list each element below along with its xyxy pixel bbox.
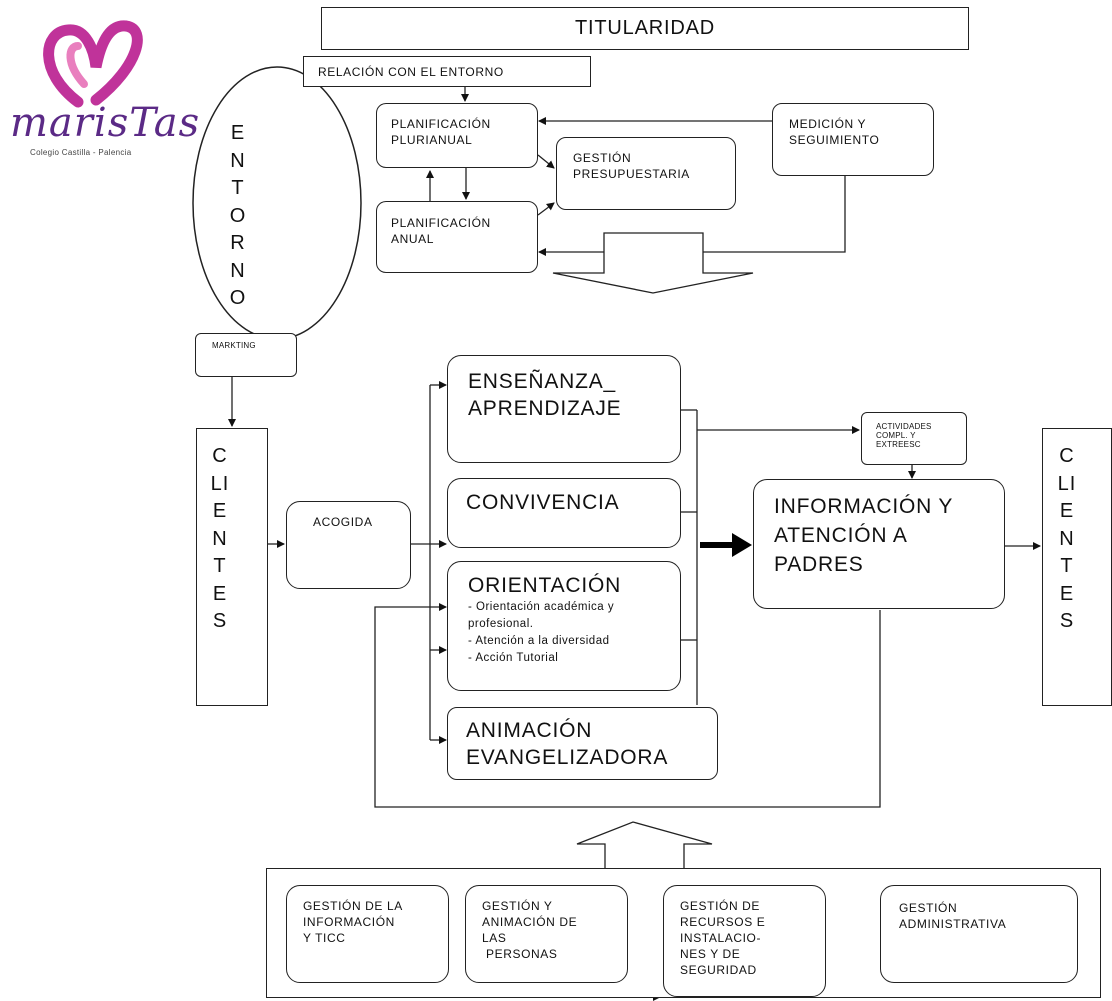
convivencia-box: CONVIVENCIA xyxy=(447,478,681,548)
clientes-right-box: CLIENTES xyxy=(1042,428,1112,706)
administrativa-line: ADMINISTRATIVA xyxy=(899,917,1007,931)
plan-plurianual-line1: PLANIFICACIÓN xyxy=(391,117,491,131)
planificacion-plurianual-box: PLANIFICACIÓN PLURIANUAL xyxy=(376,103,538,168)
relacion-entorno-box: RELACIÓN CON EL ENTORNO xyxy=(303,56,591,87)
gestion-recursos-box: GESTIÓN DE RECURSOS E INSTALACIO- NES Y … xyxy=(663,885,826,997)
administrativa-line: GESTIÓN xyxy=(899,901,958,915)
plan-anual-line1: PLANIFICACIÓN xyxy=(391,216,491,230)
clientes-left-box: CLIENTES xyxy=(196,428,268,706)
medicion-seguimiento-box: MEDICIÓN Y SEGUIMIENTO xyxy=(772,103,934,176)
info-ticc-line: GESTIÓN DE LA xyxy=(303,899,403,913)
acogida-box: ACOGIDA xyxy=(286,501,411,589)
animacion-line1: ANIMACIÓN xyxy=(466,719,593,742)
recursos-line: SEGURIDAD xyxy=(680,963,757,977)
clientes-left-label: CLIENTES xyxy=(210,445,230,632)
actividades-box: ACTIVIDADES COMPL. Y EXTREESC xyxy=(861,412,967,465)
entorno-label: ENTORNO xyxy=(229,122,247,309)
gestion-administrativa-box: GESTIÓN ADMINISTRATIVA xyxy=(880,885,1078,983)
orientacion-item: profesional. xyxy=(468,618,534,630)
clientes-right-label: CLIENTES xyxy=(1057,445,1077,632)
orientacion-item: - Orientación académica y xyxy=(468,601,615,613)
ensenanza-aprendizaje-box: ENSEÑANZA_ APRENDIZAJE xyxy=(447,355,681,463)
info-ticc-line: Y TICC xyxy=(303,931,346,945)
gestion-informacion-ticc-box: GESTIÓN DE LA INFORMACIÓN Y TICC xyxy=(286,885,449,983)
recursos-line: INSTALACIO- xyxy=(680,931,762,945)
heart-logo-icon xyxy=(43,20,143,108)
orientacion-item: - Acción Tutorial xyxy=(468,652,559,664)
recursos-line: GESTIÓN DE xyxy=(680,899,761,913)
personas-line: ANIMACIÓN DE xyxy=(482,915,578,929)
animacion-line2: EVANGELIZADORA xyxy=(466,746,669,769)
medicion-line1: MEDICIÓN Y xyxy=(789,117,867,131)
informacion-padres-box: INFORMACIÓN Y ATENCIÓN A PADRES xyxy=(753,479,1005,609)
gestion-personas-box: GESTIÓN Y ANIMACIÓN DE LAS PERSONAS xyxy=(465,885,628,983)
plan-plurianual-line2: PLURIANUAL xyxy=(391,133,473,147)
logo: marisTas Colegio Castilla - Palencia xyxy=(8,12,201,162)
personas-line: PERSONAS xyxy=(486,947,558,961)
planificacion-anual-box: PLANIFICACIÓN ANUAL xyxy=(376,201,538,273)
personas-line: LAS xyxy=(482,931,507,945)
gestion-presupuestaria-line2: PRESUPUESTARIA xyxy=(573,167,690,181)
convivencia-label: CONVIVENCIA xyxy=(466,491,620,514)
informacion-line2: ATENCIÓN A xyxy=(774,524,908,547)
actividades-line2: COMPL. Y xyxy=(876,431,916,440)
actividades-line3: EXTREESC xyxy=(876,440,921,449)
medicion-line2: SEGUIMIENTO xyxy=(789,133,880,147)
ensenanza-line1: ENSEÑANZA_ xyxy=(468,370,617,393)
gestion-presupuestaria-line1: GESTIÓN xyxy=(573,151,632,165)
logo-wordmark: marisTas xyxy=(10,100,201,146)
personas-line: GESTIÓN Y xyxy=(482,899,553,913)
orientacion-item: - Atención a la diversidad xyxy=(468,635,610,647)
actividades-line1: ACTIVIDADES xyxy=(876,422,932,431)
informacion-line3: PADRES xyxy=(774,553,864,576)
support-processes-container: GESTIÓN DE LA INFORMACIÓN Y TICC GESTIÓN… xyxy=(266,868,1101,998)
recursos-line: RECURSOS E xyxy=(680,915,766,929)
logo-subtitle: Colegio Castilla - Palencia xyxy=(30,148,132,157)
relacion-entorno-label: RELACIÓN CON EL ENTORNO xyxy=(318,65,504,79)
info-ticc-line: INFORMACIÓN xyxy=(303,915,395,929)
marketing-label: MARKTING xyxy=(212,341,256,350)
marketing-box: MARKTING xyxy=(195,333,297,377)
titularidad-box: TITULARIDAD xyxy=(321,7,969,50)
orientacion-title: ORIENTACIÓN xyxy=(468,574,622,597)
informacion-line1: INFORMACIÓN Y xyxy=(774,495,954,518)
plan-anual-line2: ANUAL xyxy=(391,232,435,246)
gestion-presupuestaria-box: GESTIÓN PRESUPUESTARIA xyxy=(556,137,736,210)
titularidad-label: TITULARIDAD xyxy=(575,17,715,39)
recursos-line: NES Y DE xyxy=(680,947,741,961)
ensenanza-line2: APRENDIZAJE xyxy=(468,397,622,420)
acogida-label: ACOGIDA xyxy=(313,515,373,529)
animacion-evangelizadora-box: ANIMACIÓN EVANGELIZADORA xyxy=(447,707,718,780)
orientacion-box: ORIENTACIÓN - Orientación académica y pr… xyxy=(447,561,681,691)
